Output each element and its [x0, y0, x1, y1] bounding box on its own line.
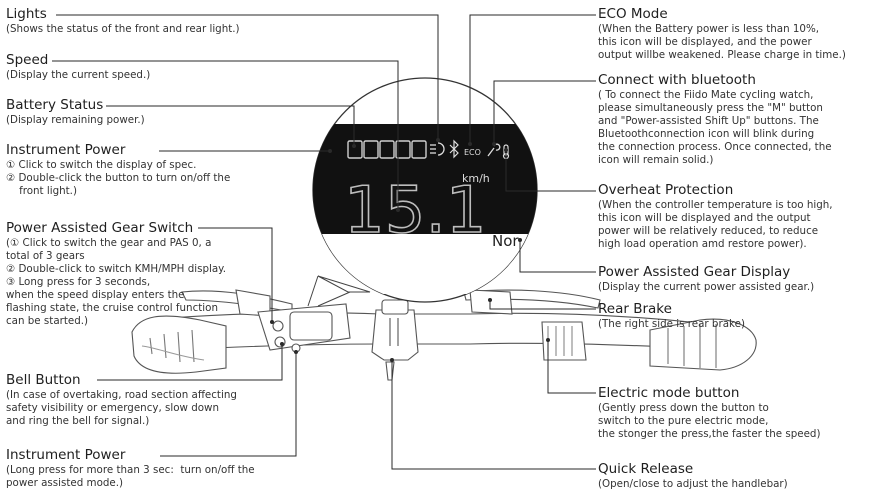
label-title: Battery Status: [6, 97, 104, 113]
label-title: Instrument Power: [6, 142, 126, 158]
label-bell-button: Bell Button (In case of overtaking, road…: [6, 372, 237, 428]
label-desc: ① Click to switch the display of spec. ②…: [6, 159, 231, 197]
label-desc: (When the controller temperature is too …: [598, 199, 833, 250]
label-quick-release: Quick Release (Open/close to adjust the …: [598, 461, 788, 491]
label-title: Power Assisted Gear Display: [598, 264, 791, 280]
label-desc: (Open/close to adjust the handlebar): [598, 478, 788, 490]
label-title: Overheat Protection: [598, 182, 734, 198]
label-desc: (① Click to switch the gear and PAS 0, a…: [6, 237, 227, 327]
label-title: Power Assisted Gear Switch: [6, 220, 194, 236]
battery-bar: [347, 140, 427, 159]
label-desc: (Gently press down the button to switch …: [598, 402, 821, 440]
right-grip: [649, 318, 757, 371]
label-title: Electric mode button: [598, 385, 740, 401]
label-gear-switch: Power Assisted Gear Switch (① Click to s…: [6, 220, 226, 328]
label-desc: (Display the current power assisted gear…: [598, 281, 815, 293]
label-rear-brake: Rear Brake (The right side is rear brake…: [598, 301, 745, 331]
label-desc: (In case of overtaking, road section aff…: [6, 389, 237, 427]
gear-readout: Nor: [492, 232, 519, 250]
label-title: Rear Brake: [598, 301, 672, 317]
label-title: Quick Release: [598, 461, 694, 477]
label-title: Lights: [6, 6, 47, 22]
leader-dots: [270, 138, 550, 362]
display-magnifier: ECO 15.1 km/h Nor: [307, 77, 538, 307]
label-desc: ( To connect the Fiido Mate cycling watc…: [598, 89, 832, 166]
label-lights: Lights (Shows the status of the front an…: [6, 6, 240, 36]
label-bluetooth: Connect with bluetooth ( To connect the …: [598, 72, 832, 167]
speed-readout: 15.1: [344, 174, 487, 248]
label-desc: (Shows the status of the front and rear …: [6, 23, 240, 35]
label-desc: (Display the current speed.): [6, 69, 151, 81]
label-title: Connect with bluetooth: [598, 72, 756, 88]
label-desc: (The right side is rear brake): [598, 318, 745, 330]
label-title: Speed: [6, 52, 49, 68]
label-instrument-power-bottom: Instrument Power (Long press for more th…: [6, 447, 255, 490]
leader-lines: [52, 14, 596, 470]
label-instrument-power-top: Instrument Power ① Click to switch the d…: [6, 142, 230, 198]
label-eco-mode: ECO Mode (When the Battery power is less…: [598, 6, 846, 62]
label-desc: (When the Battery power is less than 10%…: [598, 23, 846, 61]
speed-unit: km/h: [462, 172, 490, 185]
label-electric-mode: Electric mode button (Gently press down …: [598, 385, 820, 441]
label-title: ECO Mode: [598, 6, 668, 22]
label-gear-display: Power Assisted Gear Display (Display the…: [598, 264, 814, 294]
label-desc: (Display remaining power.): [6, 114, 145, 126]
label-overheat: Overheat Protection (When the controller…: [598, 182, 833, 251]
label-title: Instrument Power: [6, 447, 126, 463]
label-title: Bell Button: [6, 372, 81, 388]
label-speed: Speed (Display the current speed.): [6, 52, 150, 82]
label-battery-status: Battery Status (Display remaining power.…: [6, 97, 145, 127]
quick-release-lever: [385, 361, 395, 381]
eco-indicator: ECO: [464, 148, 481, 157]
light-icon: [430, 142, 445, 156]
label-desc: (Long press for more than 3 sec: turn on…: [6, 464, 255, 489]
bluetooth-small-icon: [449, 139, 459, 159]
